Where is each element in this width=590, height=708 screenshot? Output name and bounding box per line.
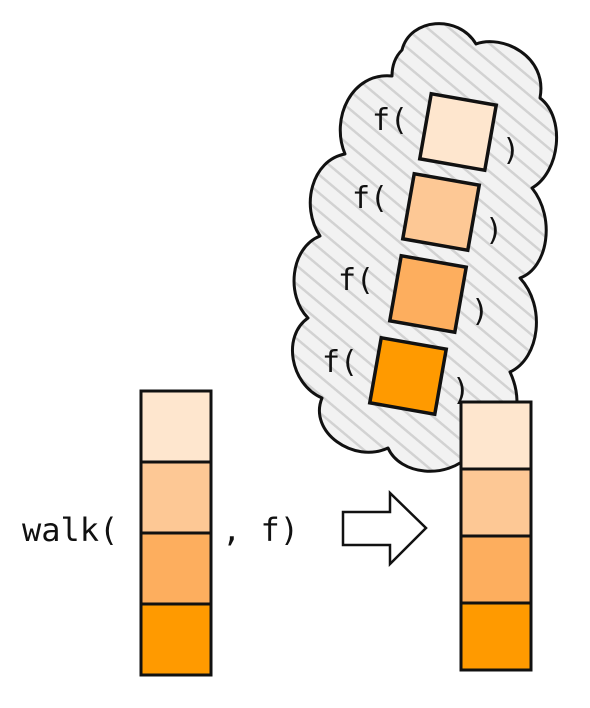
output-vector-cell-3	[459, 534, 533, 605]
bubble-call-open-4: f(	[322, 345, 358, 380]
output-vector-cell-1	[459, 400, 533, 471]
walk-args-text: , f)	[222, 511, 299, 549]
input-vector-cell-4	[139, 602, 213, 677]
bubble-call-open-1: f(	[372, 103, 408, 138]
bubble-square-2	[400, 171, 482, 253]
bubble-call-close-3: )	[471, 294, 489, 329]
output-vector-cell-2	[459, 467, 533, 538]
bubble-call-close-1: )	[502, 133, 520, 168]
bubble-square-4	[367, 335, 449, 417]
output-vector-cell-4	[459, 601, 533, 672]
right-arrow-icon	[341, 490, 428, 568]
input-vector-cell-2	[139, 460, 213, 535]
walk-call-text: walk(	[22, 511, 118, 549]
bubble-call-open-3: f(	[338, 263, 374, 298]
input-vector	[139, 389, 213, 677]
bubble-calls: f() f() f() f()	[322, 91, 520, 417]
bubble-call-open-2: f(	[352, 181, 388, 216]
bubble-square-1	[417, 91, 499, 173]
bubble-call-close-2: )	[485, 213, 503, 248]
bubble-call-close-4: )	[452, 373, 470, 408]
input-vector-cell-3	[139, 531, 213, 606]
input-vector-cell-1	[139, 389, 213, 464]
output-vector	[459, 400, 533, 672]
bubble-square-3	[387, 253, 469, 335]
